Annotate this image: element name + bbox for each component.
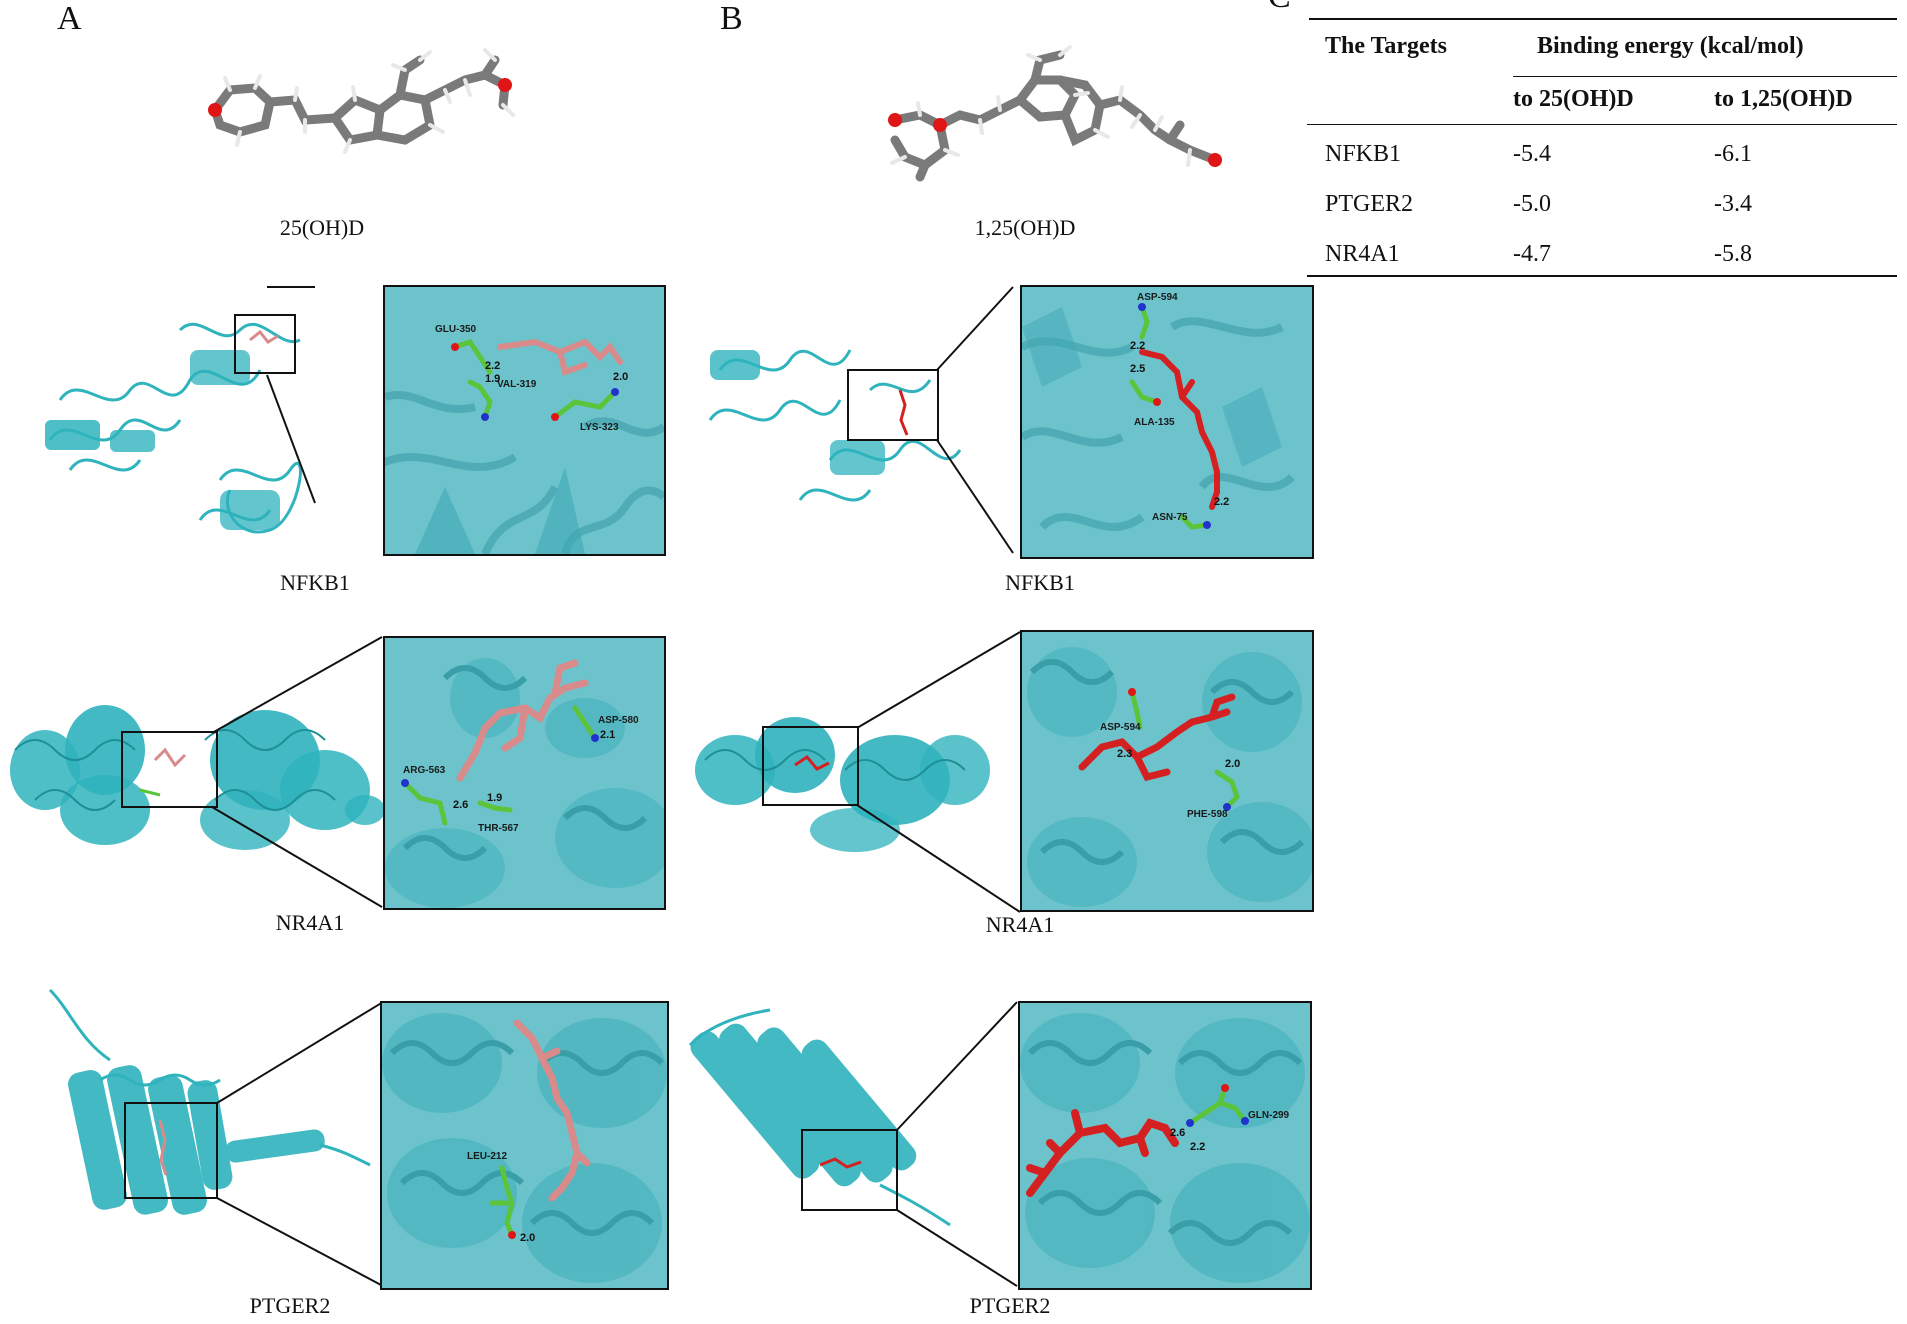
table-cell-value: -4.7: [1513, 241, 1551, 267]
target-caption-b-ptger2: PTGER2: [969, 1293, 1051, 1318]
table-header-targets: The Targets: [1325, 33, 1448, 59]
table-cell-value: -5.4: [1513, 141, 1551, 167]
table-cell-target: PTGER2: [1325, 191, 1414, 217]
distance-label: 1.9: [485, 373, 500, 385]
residue-label: THR-567: [478, 823, 519, 834]
residue-label: GLU-350: [435, 324, 477, 335]
molecule-25ohd-structure: [208, 48, 515, 154]
table-header-rule: [1513, 76, 1897, 77]
zoom-connector-b-nfkb1: [936, 286, 1014, 554]
protein-overview-a-nr4a1: [10, 705, 385, 850]
panel-letter-c: C: [1268, 0, 1291, 16]
distance-label: 1.9: [487, 792, 502, 804]
table-header-binding-energy: Binding energy (kcal/mol): [1537, 33, 1804, 59]
molecule-caption-25ohd: 25(OH)D: [279, 215, 365, 240]
binding-site-inset-a-ptger2: LEU-212 2.0: [380, 1001, 669, 1290]
molecule-125ohd-structure: [888, 45, 1222, 182]
table-cell-target: NR4A1: [1325, 241, 1400, 267]
residue-label: ASP-580: [598, 715, 639, 726]
distance-label: 2.2: [1214, 496, 1229, 508]
protein-overview-a-nfkb1: [45, 314, 302, 534]
zoom-connector-a-nfkb1: [266, 286, 316, 504]
target-caption-a-nr4a1: NR4A1: [275, 910, 345, 935]
distance-label: 2.3: [1117, 748, 1132, 760]
table-cell-value: -3.4: [1714, 191, 1752, 217]
distance-label: 2.6: [1170, 1127, 1185, 1139]
distance-label: 2.0: [1225, 758, 1240, 770]
residue-label: ASN-75: [1152, 512, 1188, 523]
zoom-connector-a-ptger2: [216, 1001, 384, 1287]
panel-letter-b: B: [720, 0, 743, 37]
binding-site-inset-a-nr4a1: ASP-580 ARG-563 THR-567 2.1 2.6 1.9: [383, 636, 666, 910]
table-cell-value: -5.8: [1714, 241, 1752, 267]
residue-label: VAL-319: [497, 379, 537, 390]
table-cell-target: NFKB1: [1325, 141, 1402, 167]
distance-label: 2.2: [1130, 340, 1145, 352]
target-caption-b-nr4a1: NR4A1: [985, 912, 1055, 937]
target-caption-a-ptger2: PTGER2: [249, 1293, 331, 1318]
distance-label: 2.0: [520, 1232, 535, 1244]
protein-overview-a-ptger2: [48, 988, 371, 1215]
residue-label: ASP-594: [1137, 292, 1178, 303]
binding-site-inset-a-nfkb1: GLU-350 VAL-319 LYS-323 2.2 1.9 2.0: [383, 285, 666, 556]
residue-label: ARG-563: [403, 765, 446, 776]
protein-overview-b-nr4a1: [695, 717, 990, 852]
residue-label: ASP-594: [1100, 722, 1141, 733]
binding-site-inset-b-nfkb1: ASP-594 ALA-135 ASN-75 2.2 2.5 2.2: [1020, 285, 1314, 559]
residue-label: LYS-323: [580, 422, 619, 433]
table-cell-value: -6.1: [1714, 141, 1752, 167]
distance-label: 2.2: [485, 360, 500, 372]
binding-energy-table: The Targets Binding energy (kcal/mol) to…: [1307, 18, 1897, 277]
molecule-caption-125ohd: 1,25(OH)D: [974, 215, 1076, 240]
distance-label: 2.6: [453, 799, 468, 811]
binding-site-inset-b-ptger2: GLN-299 2.6 2.2: [1018, 1001, 1312, 1290]
target-caption-b-nfkb1: NFKB1: [1005, 570, 1075, 595]
protein-overview-b-nfkb1: [708, 349, 962, 502]
residue-label: LEU-212: [467, 1151, 507, 1162]
protein-overview-b-ptger2: [688, 1008, 951, 1227]
table-subheader-25ohd: to 25(OH)D: [1513, 86, 1634, 112]
panel-letter-a: A: [57, 0, 82, 37]
target-caption-a-nfkb1: NFKB1: [280, 570, 350, 595]
binding-site-inset-b-nr4a1: ASP-594 PHE-598 2.3 2.0: [1020, 630, 1314, 912]
distance-label: 2.5: [1130, 363, 1145, 375]
zoom-connector-b-nr4a1: [856, 631, 1021, 913]
distance-label: 2.0: [613, 371, 628, 383]
residue-label: ALA-135: [1134, 417, 1175, 428]
zoom-connector-b-ptger2: [896, 1001, 1018, 1287]
distance-label: 2.2: [1190, 1141, 1205, 1153]
distance-label: 2.1: [600, 729, 615, 741]
residue-label: PHE-598: [1187, 809, 1228, 820]
residue-label: GLN-299: [1248, 1110, 1290, 1121]
table-cell-value: -5.0: [1513, 191, 1551, 217]
zoom-connector-a-nr4a1: [211, 636, 383, 908]
table-subheader-125ohd: to 1,25(OH)D: [1714, 86, 1853, 112]
